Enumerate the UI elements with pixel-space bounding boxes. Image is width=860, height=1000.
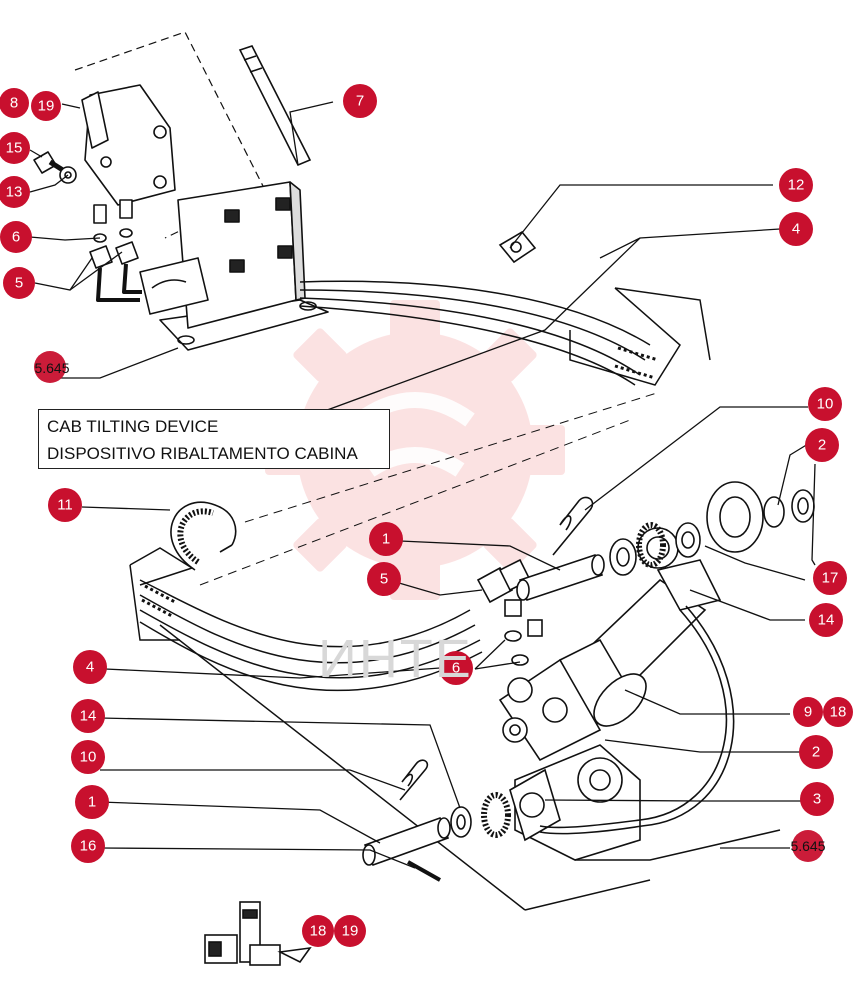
bracket-assembly: [33, 31, 329, 351]
callout-5: 5: [3, 267, 35, 299]
callout-6: 6: [0, 221, 32, 253]
callout-19: 19: [31, 91, 61, 121]
callout-14: 14: [71, 699, 105, 733]
callout-19: 19: [334, 915, 366, 947]
r-clip-lower: [399, 759, 429, 801]
locking-compound: [204, 901, 312, 966]
safety-cable: [481, 522, 735, 838]
callout-4-label: 4: [792, 221, 800, 238]
washer-lower: [450, 806, 472, 838]
callout-11-label: 11: [57, 497, 73, 514]
hoses-upper: [299, 280, 711, 386]
callouts: 8 19 7 15 13 12 6 4 5 10 2 11 1 5 17 14 …: [0, 84, 853, 947]
callout-4: 4: [73, 650, 107, 684]
snap-ring: [170, 501, 237, 571]
callout-13: 13: [0, 176, 30, 208]
hydraulic-cylinder: [498, 578, 707, 762]
callout-7-label: 7: [356, 93, 364, 110]
callout-18-label: 18: [830, 704, 847, 721]
callout-18-label: 18: [310, 923, 327, 940]
pin-upper: [516, 553, 605, 602]
bottom-mount: [509, 744, 781, 861]
callout-9: 9: [793, 697, 823, 727]
callout-16-label: 16: [80, 838, 97, 855]
callout-1: 1: [75, 785, 109, 819]
callout-6-label: 6: [12, 229, 20, 246]
callout-17-label: 17: [822, 570, 839, 587]
callout-4: 4: [779, 212, 813, 246]
pin-lower: [362, 816, 451, 882]
callout-14-label: 14: [80, 708, 97, 725]
callout-18: 18: [302, 915, 334, 947]
callout-12: 12: [779, 168, 813, 202]
cylinder-top-eye: [609, 481, 815, 611]
hoses-lower: [129, 547, 651, 911]
callout-11: 11: [48, 488, 82, 522]
callout-2-label: 2: [818, 437, 826, 454]
callout-2: 2: [799, 735, 833, 769]
callout-14-label: 14: [818, 612, 835, 629]
title-line-english: CAB TILTING DEVICE: [47, 417, 219, 436]
callout-12-label: 12: [788, 177, 805, 194]
callout-19-label: 19: [38, 98, 55, 115]
link-lines: [199, 391, 661, 586]
callout-2: 2: [805, 428, 839, 462]
callout-8: 8: [0, 88, 29, 118]
callout-16: 16: [71, 829, 105, 863]
title-box: CAB TILTING DEVICE DISPOSITIVO RIBALTAME…: [38, 409, 390, 469]
callout-1: 1: [369, 522, 403, 556]
ref-bottom-right-label: 5.645: [790, 838, 825, 854]
callout-10: 10: [71, 740, 105, 774]
callout-8-label: 8: [10, 95, 18, 112]
callout-1-label: 1: [382, 531, 390, 548]
callout-17: 17: [813, 561, 847, 595]
callout-10-label: 10: [80, 749, 97, 766]
callout-6-label: 6: [452, 660, 460, 677]
hose-clip: [498, 230, 537, 264]
callout-3-label: 3: [813, 791, 821, 808]
callout-1-label: 1: [88, 794, 96, 811]
callout-10: 10: [808, 387, 842, 421]
callout-7: 7: [343, 84, 377, 118]
callout-13-label: 13: [6, 184, 23, 201]
ref-top-left-label: 5.645: [34, 360, 69, 376]
callout-5-label: 5: [380, 571, 388, 588]
watermark-text: ИНТЕ: [318, 629, 473, 689]
leader-lines: [29, 101, 816, 869]
callout-15: 15: [0, 132, 30, 164]
callout-2-label: 2: [812, 744, 820, 761]
callout-19-label: 19: [342, 923, 359, 940]
callout-15-label: 15: [6, 140, 23, 157]
callout-10-label: 10: [817, 396, 834, 413]
r-clip-upper: [552, 496, 594, 556]
callout-6: 6: [439, 651, 473, 685]
callout-18: 18: [823, 697, 853, 727]
title-line-italian: DISPOSITIVO RIBALTAMENTO CABINA: [47, 444, 358, 463]
stud-rod: [238, 45, 312, 167]
callout-4-label: 4: [86, 659, 94, 676]
callout-14: 14: [809, 603, 843, 637]
callout-9-label: 9: [804, 704, 812, 721]
ref-bottom-right: 5.645: [790, 830, 826, 862]
ref-top-left: 5.645: [34, 351, 70, 383]
callout-3: 3: [800, 782, 834, 816]
callout-5: 5: [367, 562, 401, 596]
callout-5-label: 5: [15, 275, 23, 292]
